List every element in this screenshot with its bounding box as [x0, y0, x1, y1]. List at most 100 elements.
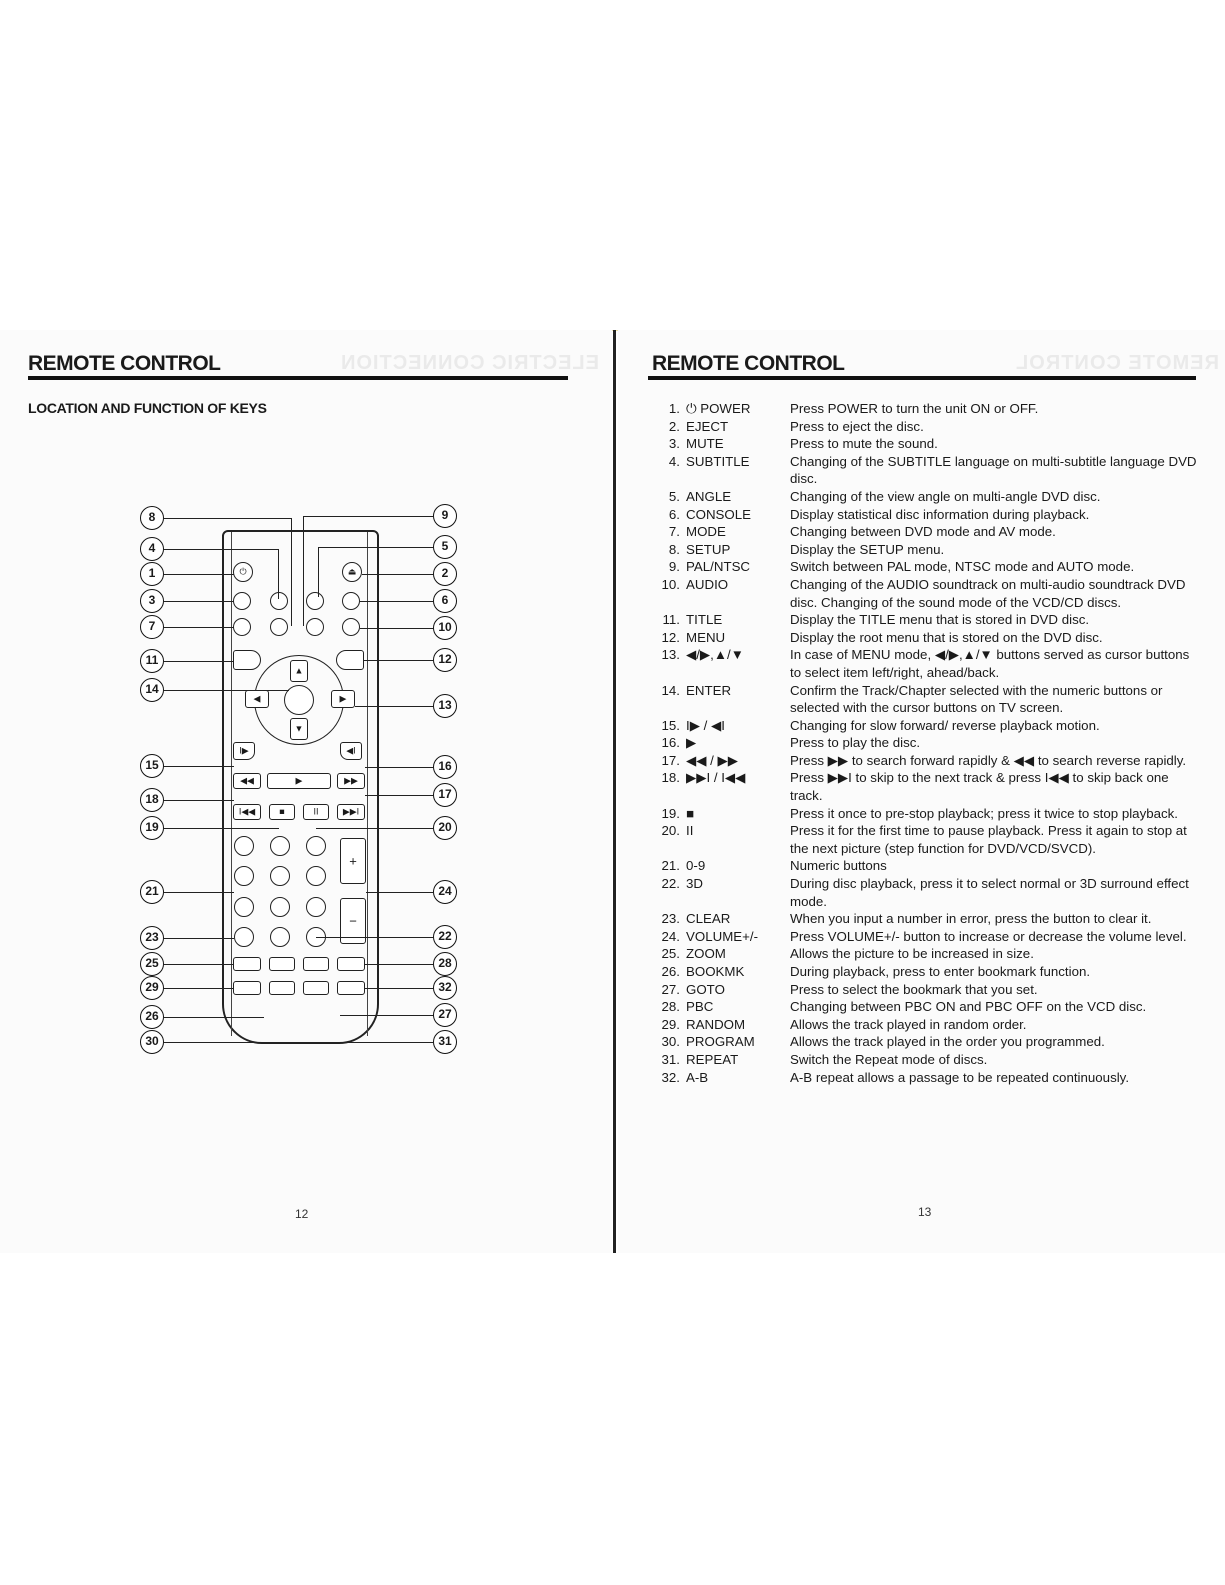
key-number: 17. [661, 752, 681, 768]
key-name: PAL/NTSC [686, 559, 751, 575]
number-button [270, 866, 290, 886]
arrow-down-icon: ▼ [294, 723, 304, 734]
key-label: 9.PAL/NTSC [652, 558, 790, 576]
key-number: 22. [661, 876, 681, 892]
key-label: 32. A-B [652, 1069, 790, 1087]
key-description: Allows the track played in the order you… [790, 1034, 1105, 1050]
key-label: 21.0-9 [652, 857, 790, 875]
key-number: 14. [661, 682, 681, 698]
callout-number: 26 [140, 1005, 164, 1029]
callout-number: 1 [140, 562, 164, 586]
key-number: 16. [661, 735, 681, 751]
key-number: 31. [661, 1051, 681, 1067]
key-description: Display the TITLE menu that is stored in… [790, 612, 1090, 628]
leader-line [164, 892, 234, 893]
key-description: Numeric buttons [790, 858, 887, 874]
power-icon: ⏻ [239, 566, 247, 577]
previous-track-icon: I◀◀ [238, 806, 256, 817]
leader-line [164, 549, 279, 550]
leader-line [303, 516, 304, 626]
function-row: 16.▶Press to play the disc. [652, 734, 1200, 752]
function-row: 19.■Press it once to pre-stop playback; … [652, 805, 1200, 823]
key-number: 30. [661, 1034, 681, 1050]
key-name: GOTO [686, 981, 725, 997]
leader-line [303, 516, 433, 517]
key-name: A-B [686, 1069, 709, 1085]
ghost-heading-right: REMOTE CONTROL [1015, 352, 1219, 374]
key-label: 12.MENU [652, 629, 790, 647]
callout-number: 6 [433, 589, 457, 613]
leader-line [164, 690, 289, 691]
key-label: 6.CONSOLE [652, 506, 790, 524]
menu-button [336, 650, 364, 670]
number-button [270, 897, 290, 917]
key-description: Allows the track played in random order. [790, 1016, 1027, 1032]
leader-line [360, 628, 433, 629]
key-name: I▶ / ◀I [686, 717, 725, 733]
key-name: ◀/▶,▲/▼ [686, 647, 744, 663]
clear-button [234, 927, 254, 947]
console-button [342, 592, 360, 610]
key-label: 26.BOOKMK [652, 963, 790, 981]
key-number: 19. [661, 805, 681, 821]
key-description: Display statistical disc information dur… [790, 506, 1090, 522]
callout-number: 5 [433, 535, 457, 559]
key-name: RANDOM [686, 1016, 746, 1032]
key-label: 24.VOLUME+/- [652, 928, 790, 946]
number-button [306, 836, 326, 856]
key-label: 29.RANDOM [652, 1016, 790, 1034]
key-number: 18. [661, 770, 681, 786]
slow-reverse-icon: ◀I [346, 745, 356, 756]
key-description: Press it for the first time to pause pla… [790, 823, 1187, 856]
play-button: ▶ [267, 773, 331, 789]
leader-line [318, 547, 433, 548]
key-name: MENU [686, 629, 726, 645]
a-b-button [337, 981, 365, 995]
goto-button [303, 957, 329, 971]
stop-button: ■ [269, 804, 295, 820]
key-description: Switch the Repeat mode of discs. [790, 1051, 988, 1067]
key-description: Switch between PAL mode, NTSC mode and A… [790, 559, 1135, 575]
callout-number: 10 [433, 616, 457, 640]
leader-line [164, 518, 292, 519]
spread-top-edge [0, 330, 1225, 331]
key-description: Press POWER to turn the unit ON or OFF. [790, 401, 1039, 416]
key-label: 2.EJECT [652, 418, 790, 436]
enter-button [284, 685, 314, 715]
audio-button [342, 618, 360, 636]
eject-button: ⏏ [342, 562, 362, 582]
key-label: 19.■ [652, 805, 790, 823]
slow-forward-button: I▶ [233, 742, 255, 760]
number-button [270, 927, 290, 947]
callout-number: 16 [433, 755, 457, 779]
callout-number: 2 [433, 562, 457, 586]
key-label: 17.◀◀ / ▶▶ [652, 752, 790, 770]
key-description: Press to eject the disc. [790, 418, 924, 434]
key-name: CLEAR [686, 911, 731, 927]
key-number: 32. [661, 1069, 681, 1085]
number-button [270, 836, 290, 856]
function-row: 17.◀◀ / ▶▶Press ▶▶ to search forward rap… [652, 752, 1200, 770]
key-description: Press to play the disc. [790, 735, 921, 751]
leader-line [340, 1015, 433, 1016]
left-button: ◀ [245, 690, 269, 708]
next-track-button: ▶▶I [337, 804, 365, 820]
key-description: Press to select the bookmark that you se… [790, 981, 1038, 997]
eject-icon: ⏏ [347, 566, 357, 577]
key-label: 16.▶ [652, 734, 790, 752]
setup-button [270, 618, 288, 636]
key-label: 8.SETUP [652, 541, 790, 559]
key-name: MUTE [686, 436, 724, 452]
callout-number: 8 [140, 506, 164, 530]
key-number: 6. [668, 506, 680, 522]
leader-line [318, 1042, 433, 1043]
